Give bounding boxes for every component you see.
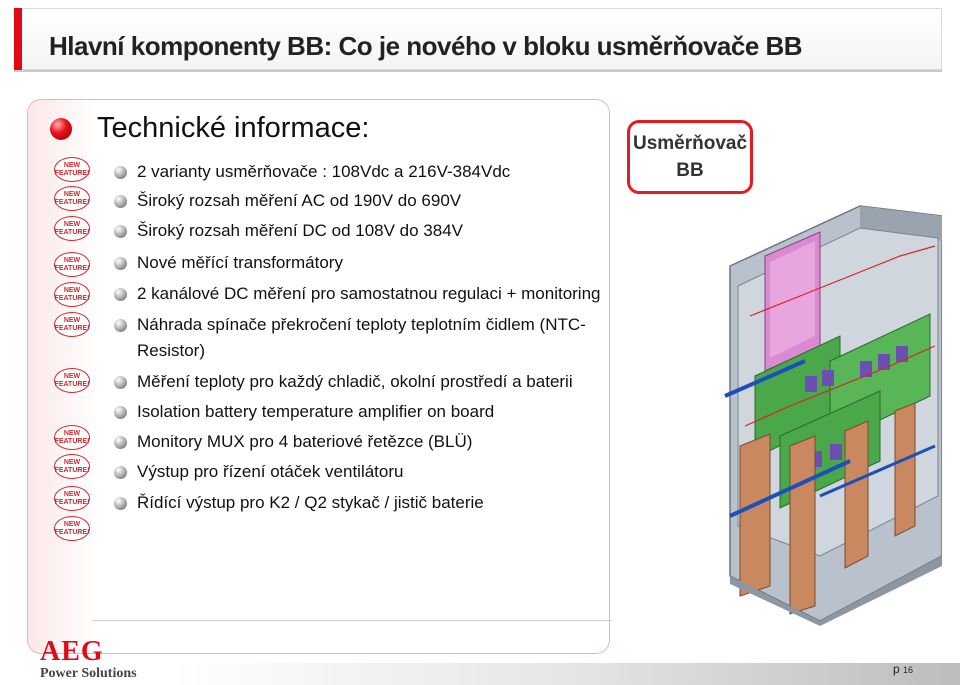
- gray-ball-icon: [114, 166, 127, 179]
- gray-ball-icon: [114, 257, 127, 270]
- aeg-logo: AEG: [40, 636, 104, 667]
- page-prefix: p: [893, 662, 900, 676]
- title-accent: [14, 8, 22, 70]
- panel-divider: [92, 620, 612, 621]
- page-number: p 16: [893, 662, 913, 676]
- title-bar: Hlavní komponenty BB: Co je nového v blo…: [14, 8, 942, 70]
- list-item: Měření teploty pro každý chladič, okolní…: [137, 372, 573, 391]
- list-item: Výstup pro řízení otáček ventilátoru: [137, 462, 404, 481]
- section-heading: Technické informace:: [97, 112, 370, 144]
- list-item: 2 varianty usměrňovače : 108Vdc a 216V-3…: [137, 162, 511, 181]
- title-divider: [14, 70, 942, 72]
- list-item: Nové měřící transformátory: [137, 253, 343, 272]
- gray-ball-icon: [114, 406, 127, 419]
- list-item: Náhrada spínače překročení teploty teplo…: [137, 315, 586, 360]
- page-title: Hlavní komponenty BB: Co je nového v blo…: [49, 31, 803, 61]
- list-item: Monitory MUX pro 4 bateriové řetězce (BL…: [137, 432, 473, 451]
- gray-ball-icon: [114, 225, 127, 238]
- list-item: Řídící výstup pro K2 / Q2 stykač / jisti…: [137, 493, 484, 512]
- list-item: 2 kanálové DC měření pro samostatnou reg…: [137, 284, 601, 303]
- gray-ball-icon: [114, 319, 127, 332]
- gray-ball-icon: [114, 466, 127, 479]
- company-name: Power Solutions: [40, 666, 137, 681]
- gray-ball-icon: [114, 376, 127, 389]
- list-item: Široký rozsah měření AC od 190V do 690V: [137, 191, 462, 210]
- rectifier-illustration: [724, 205, 942, 626]
- list-item: Široký rozsah měření DC od 108V do 384V: [137, 221, 464, 240]
- list-item: Isolation battery temperature amplifier …: [137, 402, 495, 421]
- gray-ball-icon: [114, 497, 127, 510]
- red-ball-icon: [50, 118, 72, 140]
- gray-ball-icon: [114, 195, 127, 208]
- gray-ball-icon: [114, 288, 127, 301]
- footer-bar: [0, 663, 960, 685]
- footer-logo-area: [0, 663, 150, 685]
- callout-line: BB: [676, 160, 704, 181]
- gray-ball-icon: [114, 436, 127, 449]
- rectifier-callout: Usměrňovač BB: [627, 120, 753, 194]
- callout-line: Usměrňovač: [632, 133, 748, 154]
- page-number-value: 16: [903, 665, 914, 675]
